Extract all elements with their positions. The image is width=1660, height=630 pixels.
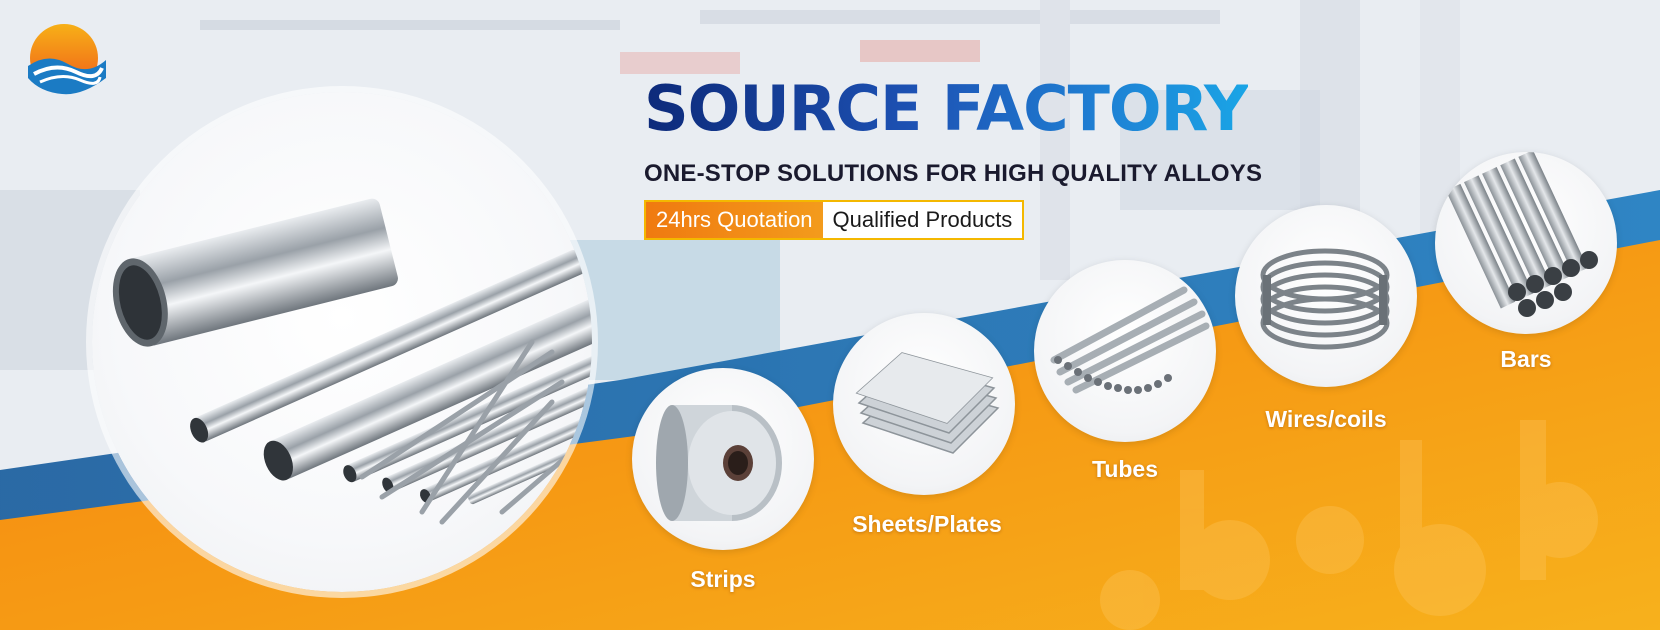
wire-coil-icon [1235,205,1417,387]
strip-coil-icon [632,368,814,550]
product-label-bars: Bars [1500,346,1552,372]
product-label-tubes: Tubes [1091,456,1159,482]
tube-bundle-icon [1034,260,1216,442]
page-title: SOURCE FACTORY [644,72,1249,145]
hero-tubes-image [92,92,592,592]
qualified-badge: Qualified Products [822,202,1023,238]
quotation-badge: 24hrs Quotation [646,202,823,238]
product-label-sheets: Sheets/Plates [852,511,1002,537]
sheet-stack-icon [833,313,1015,495]
tubes-illustration [112,198,592,525]
feature-badges: 24hrs Quotation Qualified Products [644,200,1025,240]
sun-wave-logo[interactable] [22,22,108,102]
page-subtitle: ONE-STOP SOLUTIONS FOR HIGH QUALITY ALLO… [644,160,1263,187]
round-bars-icon [1435,152,1617,334]
product-label-wires: Wires/coils [1265,406,1387,432]
product-label-strips: Strips [690,566,756,592]
